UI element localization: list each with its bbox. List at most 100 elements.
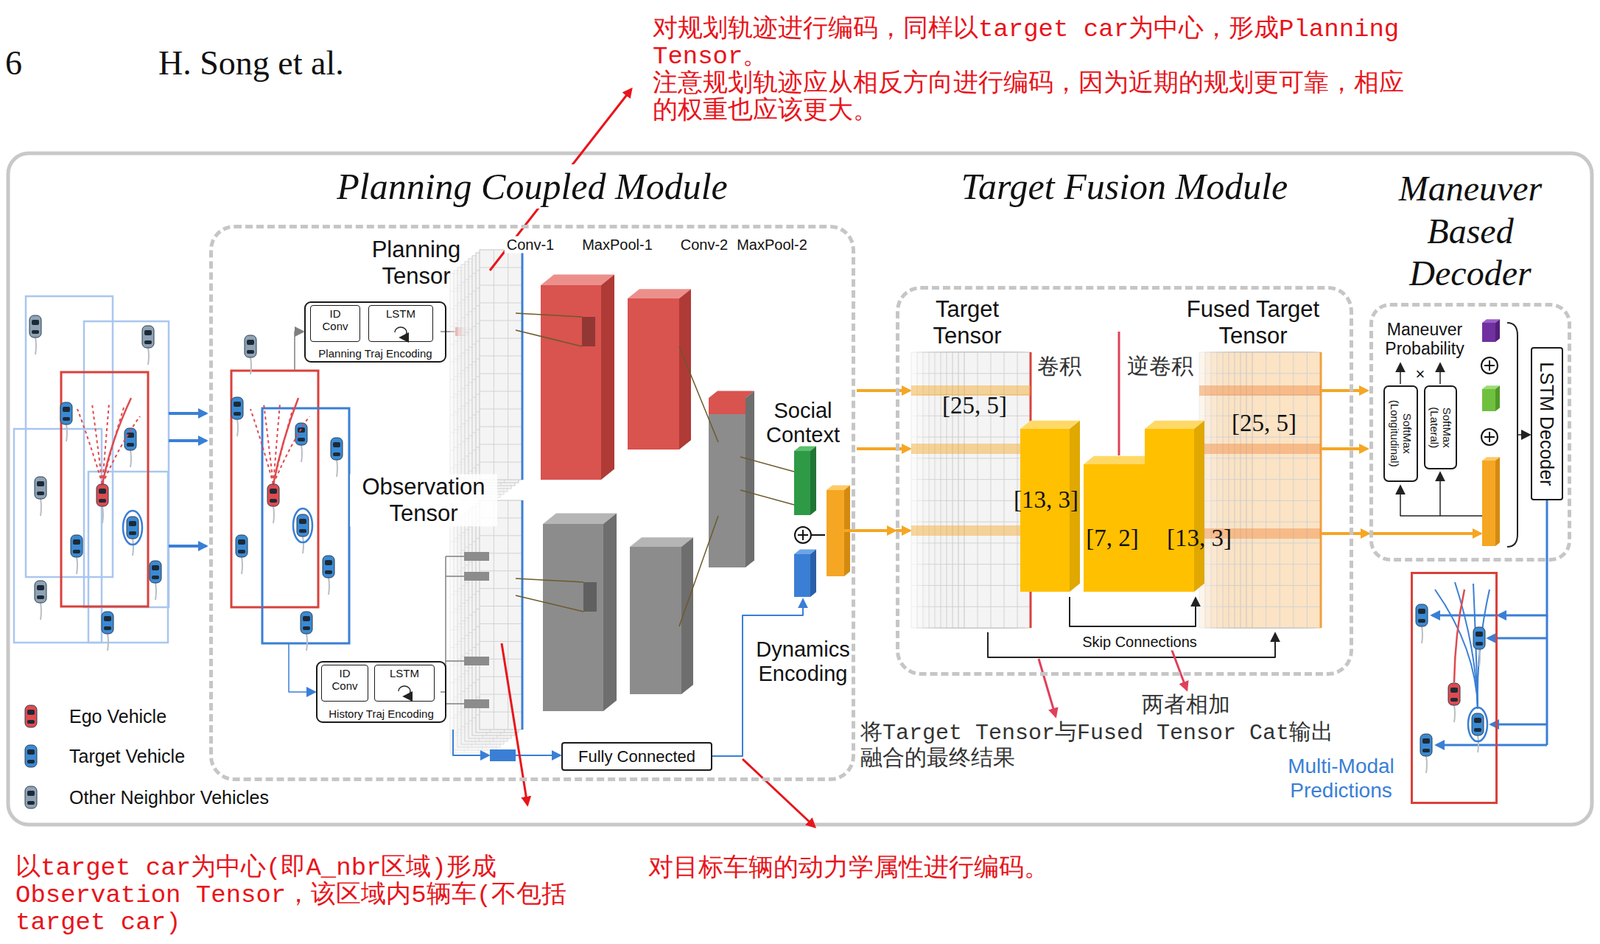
- planning-tensor-grid: [479, 355, 523, 357]
- vehicle-body: [231, 397, 244, 420]
- vehicle-body: [1471, 713, 1484, 736]
- annotation-note: 逆卷积: [1127, 355, 1194, 381]
- conv-block-side: [603, 513, 617, 711]
- vehicle-trail: [66, 424, 68, 442]
- sum-symbol: [1481, 428, 1498, 445]
- pool-block-side: [679, 288, 691, 450]
- planned-trajectory: [102, 416, 140, 484]
- sum-line: [811, 534, 826, 536]
- vehicle-trail: [1426, 755, 1427, 773]
- vehicle-icon: [34, 476, 47, 516]
- annotation-note: 对目标车辆的动力学属性进行编码。: [648, 854, 1049, 884]
- planned-trajectory: [273, 416, 310, 484]
- dimension-label: [25, 5]: [1231, 409, 1297, 438]
- deconv-block-top: [1144, 420, 1205, 429]
- fused-tensor-grid: [1252, 606, 1321, 607]
- vehicle-window: [144, 340, 152, 345]
- vehicle-trail: [40, 498, 42, 516]
- vehicle-body: [34, 476, 47, 499]
- box-label: ID Conv: [320, 307, 350, 333]
- sum-symbol: [794, 526, 812, 543]
- bracket-label: Skip Connections: [1079, 633, 1200, 651]
- flow-arrow: [856, 447, 910, 451]
- vehicle-trail: [1454, 704, 1455, 722]
- vehicle-icon: [25, 704, 37, 728]
- vehicle-window: [27, 719, 35, 724]
- vehicle-body: [300, 611, 313, 634]
- receptive-line: [515, 330, 582, 347]
- dimension-label: [25, 5]: [942, 391, 1007, 420]
- vehicle-window: [36, 491, 45, 496]
- vehicle-icon: [1473, 626, 1486, 666]
- planning-tensor-grid: [479, 320, 523, 322]
- feed-line: [515, 754, 560, 756]
- softmax-box: SoftMax (Lateral): [1423, 385, 1458, 470]
- vehicle-window: [269, 488, 277, 494]
- encoded-vector-front: [1482, 460, 1496, 546]
- conv-block-side: [601, 274, 615, 480]
- vehicle-window: [31, 319, 40, 325]
- legend-label: Other Neighbor Vehicles: [69, 786, 269, 809]
- vehicle-body: [25, 704, 37, 728]
- observation-tensor-layer: [479, 500, 523, 730]
- vehicle-window: [297, 437, 305, 442]
- fused-feature-bar-front: [826, 489, 845, 577]
- annotation-arrow: [1038, 658, 1056, 717]
- fused-tensor-grid: [1252, 478, 1321, 480]
- vehicle-icon: [322, 555, 335, 595]
- vehicle-window: [98, 488, 107, 494]
- vehicle-window: [299, 528, 307, 533]
- receptive-line: [515, 578, 584, 582]
- annotation-note: 注意规划轨迹应从相反方向进行编码，因为近期的规划更可靠，相应的权重也应该更大。: [652, 70, 1419, 126]
- receptive-field: [581, 316, 596, 347]
- feed-line: [445, 555, 465, 557]
- encoded-feature: [464, 656, 490, 666]
- vehicle-icon: [29, 315, 42, 355]
- sum-symbol: [802, 529, 804, 540]
- vehicle-icon: [231, 397, 244, 437]
- vehicle-window: [27, 790, 35, 796]
- vehicle-body: [70, 534, 83, 557]
- vehicle-body: [34, 580, 47, 603]
- vehicle-body: [1420, 733, 1433, 756]
- vehicle-window: [151, 575, 160, 580]
- dimension-label: [7, 2]: [1085, 524, 1139, 553]
- planning-tensor-grid: [479, 444, 523, 445]
- receptive-line: [679, 515, 719, 627]
- connector: [1498, 500, 1547, 616]
- planning-tensor-grid: [493, 249, 495, 480]
- encoded-feature: [464, 551, 490, 561]
- vehicle-window: [1474, 717, 1482, 723]
- vehicle-window: [27, 749, 35, 755]
- vehicle-trail: [328, 577, 330, 595]
- outer-panel: [8, 153, 1592, 825]
- vehicle-body: [126, 516, 139, 539]
- module-panel: Planning Coupled ModulePlanning Traj Enc…: [209, 224, 856, 781]
- vehicle-window: [151, 565, 160, 571]
- vehicle-window: [128, 531, 137, 535]
- flow-arrow: [168, 411, 207, 415]
- conv-block-front: [542, 523, 604, 711]
- vehicle-window: [233, 411, 241, 416]
- observation-tensor-grid: [507, 500, 509, 730]
- vehicle-window: [128, 520, 137, 526]
- receptive-line: [740, 489, 795, 505]
- maneuver-vector-front: [1482, 388, 1496, 412]
- module-heading: Planning Coupled Module: [332, 164, 733, 209]
- vehicle-body: [1448, 682, 1461, 705]
- planning-tensor-grid: [507, 249, 509, 480]
- concat-block-band: [708, 397, 746, 414]
- vehicle-body: [235, 534, 248, 557]
- vehicle-icon: [124, 427, 137, 468]
- receptive-line: [679, 346, 719, 442]
- observation-tensor-grid: [479, 534, 523, 536]
- planned-trajectory: [77, 408, 103, 484]
- vehicle-icon: [244, 335, 257, 375]
- connector: [1353, 531, 1369, 535]
- vehicle-window: [72, 539, 81, 545]
- vehicle-trail: [1421, 626, 1423, 644]
- vehicle-trail: [336, 459, 338, 477]
- vehicle-body: [1473, 626, 1486, 649]
- feed-line: [445, 702, 465, 705]
- softmax-box: SoftMax (Longitudinal): [1383, 385, 1419, 482]
